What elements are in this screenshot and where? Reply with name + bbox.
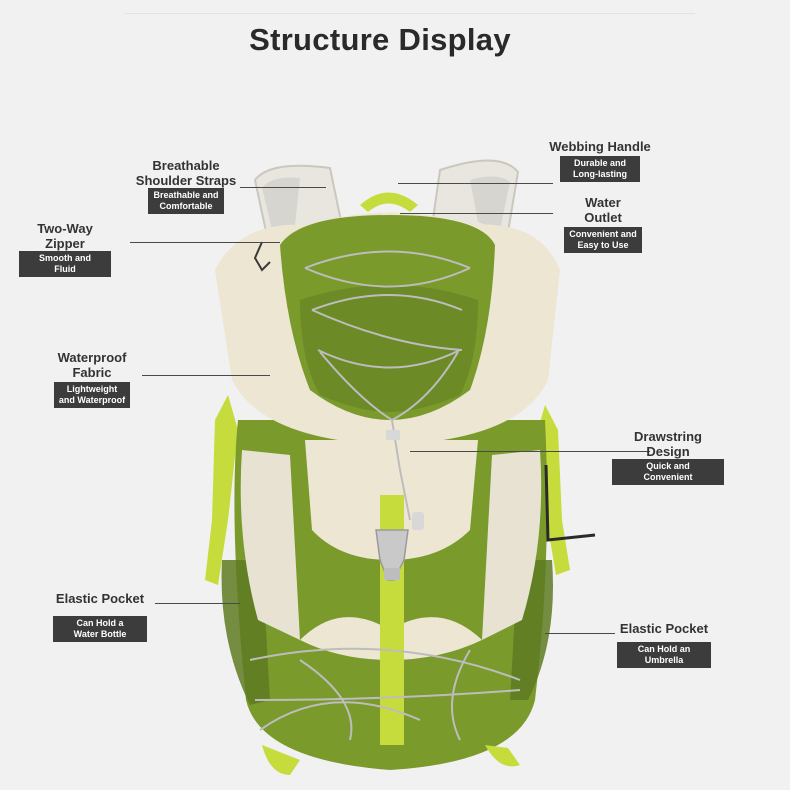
leader-zipper	[130, 242, 280, 243]
leader-pocket-right	[545, 633, 615, 634]
leader-pocket-left	[155, 603, 240, 604]
leader-waterproof	[142, 375, 270, 376]
leader-water-outlet	[400, 213, 553, 214]
callout-shoulder-straps: Breathable Shoulder Straps Breathable an…	[125, 158, 247, 214]
leader-shoulder-straps	[240, 187, 326, 188]
leader-drawstring	[410, 451, 650, 452]
page-title: Structure Display	[249, 22, 511, 57]
top-divider	[125, 13, 695, 14]
leader-webbing-handle	[398, 183, 553, 184]
